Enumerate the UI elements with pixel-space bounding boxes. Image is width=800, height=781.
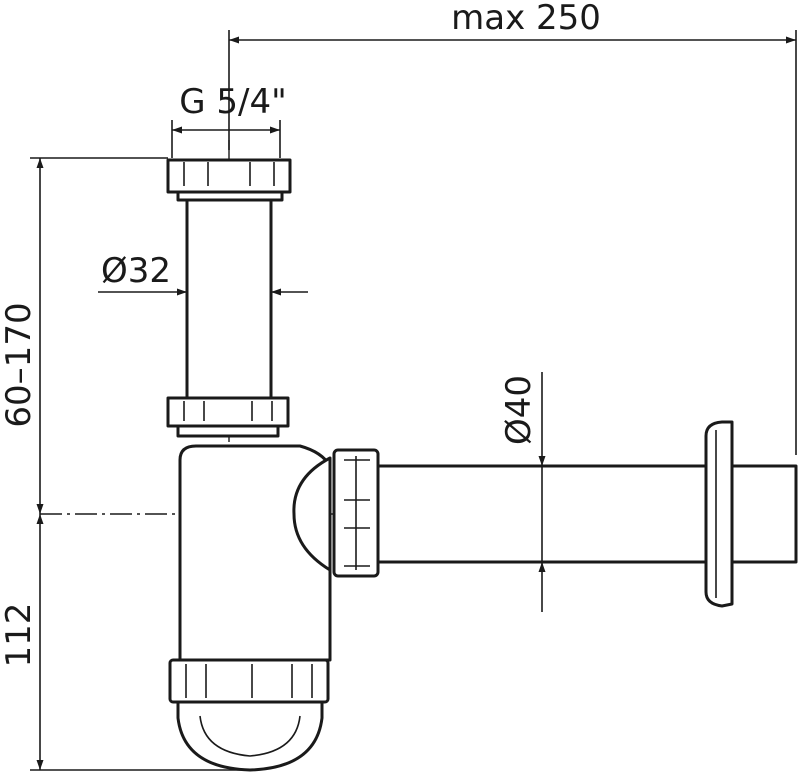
- height-range-label: 60–170: [0, 302, 39, 427]
- thread-label: G 5/4": [179, 82, 287, 122]
- outlet-pipe: [376, 420, 798, 608]
- middle-nut: [166, 396, 290, 428]
- center-lines: [40, 140, 800, 770]
- base-height-label: 112: [0, 603, 39, 668]
- bottom-cup: [176, 700, 324, 772]
- outlet-diameter-label: Ø40: [499, 375, 539, 445]
- trap-body: [168, 444, 380, 772]
- inlet-pipe: [166, 158, 292, 438]
- bottom-nut: [168, 658, 330, 704]
- inlet-diameter-label: Ø32: [101, 251, 171, 291]
- inlet-tube: [185, 183, 273, 402]
- max-length-label: max 250: [451, 0, 601, 38]
- top-nut: [166, 158, 292, 194]
- dim-thread: [171, 120, 281, 158]
- trap-outlet-dome: [292, 456, 332, 572]
- wall-rosette: [704, 420, 734, 608]
- dim-base-height: [30, 514, 250, 771]
- dim-height-range: [30, 157, 168, 514]
